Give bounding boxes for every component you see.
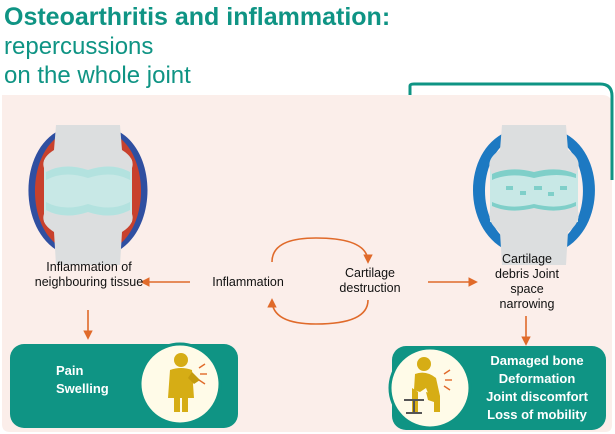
label-neighbouring-tissue: Inflammation of neighbouring tissue (34, 260, 144, 289)
cycle-arrow-bottom (267, 298, 369, 325)
consequence-deformation: Deformation (498, 371, 576, 386)
title-line-3: on the whole joint (4, 62, 191, 89)
symptoms-list: Pain Swelling (56, 362, 136, 398)
consequence-loss-of-mobility: Loss of mobility (487, 407, 587, 422)
label-inflammation: Inflammation (212, 275, 284, 289)
page-title: Osteoarthritis and inflammation: repercu… (4, 2, 390, 90)
title-line-2: repercussions (4, 33, 154, 60)
symptom-swelling: Swelling (56, 381, 109, 396)
consequence-damaged-bone: Damaged bone (490, 353, 584, 368)
title-line-1: Osteoarthritis and inflammation: (4, 3, 391, 31)
discomfort-rays-icon (443, 369, 452, 391)
stool-icon (404, 399, 424, 414)
pain-rays-icon (198, 363, 207, 385)
symptom-pain: Pain (56, 363, 84, 378)
consequence-joint-discomfort: Joint discomfort (486, 389, 588, 404)
label-cartilage-destruction: Cartilage destruction (339, 266, 401, 295)
pain-figure-icon (168, 353, 200, 412)
label-debris-narrowing: Cartilage debris Joint space narrowing (495, 252, 559, 311)
inflamed-joint-illustration (28, 125, 148, 265)
frame-line (408, 82, 614, 180)
damaged-joint-illustration (473, 125, 595, 265)
consequences-list: Damaged bone Deformation Joint discomfor… (472, 352, 602, 424)
cycle-arrow-top (271, 237, 373, 264)
cartilage-debris (506, 186, 567, 196)
